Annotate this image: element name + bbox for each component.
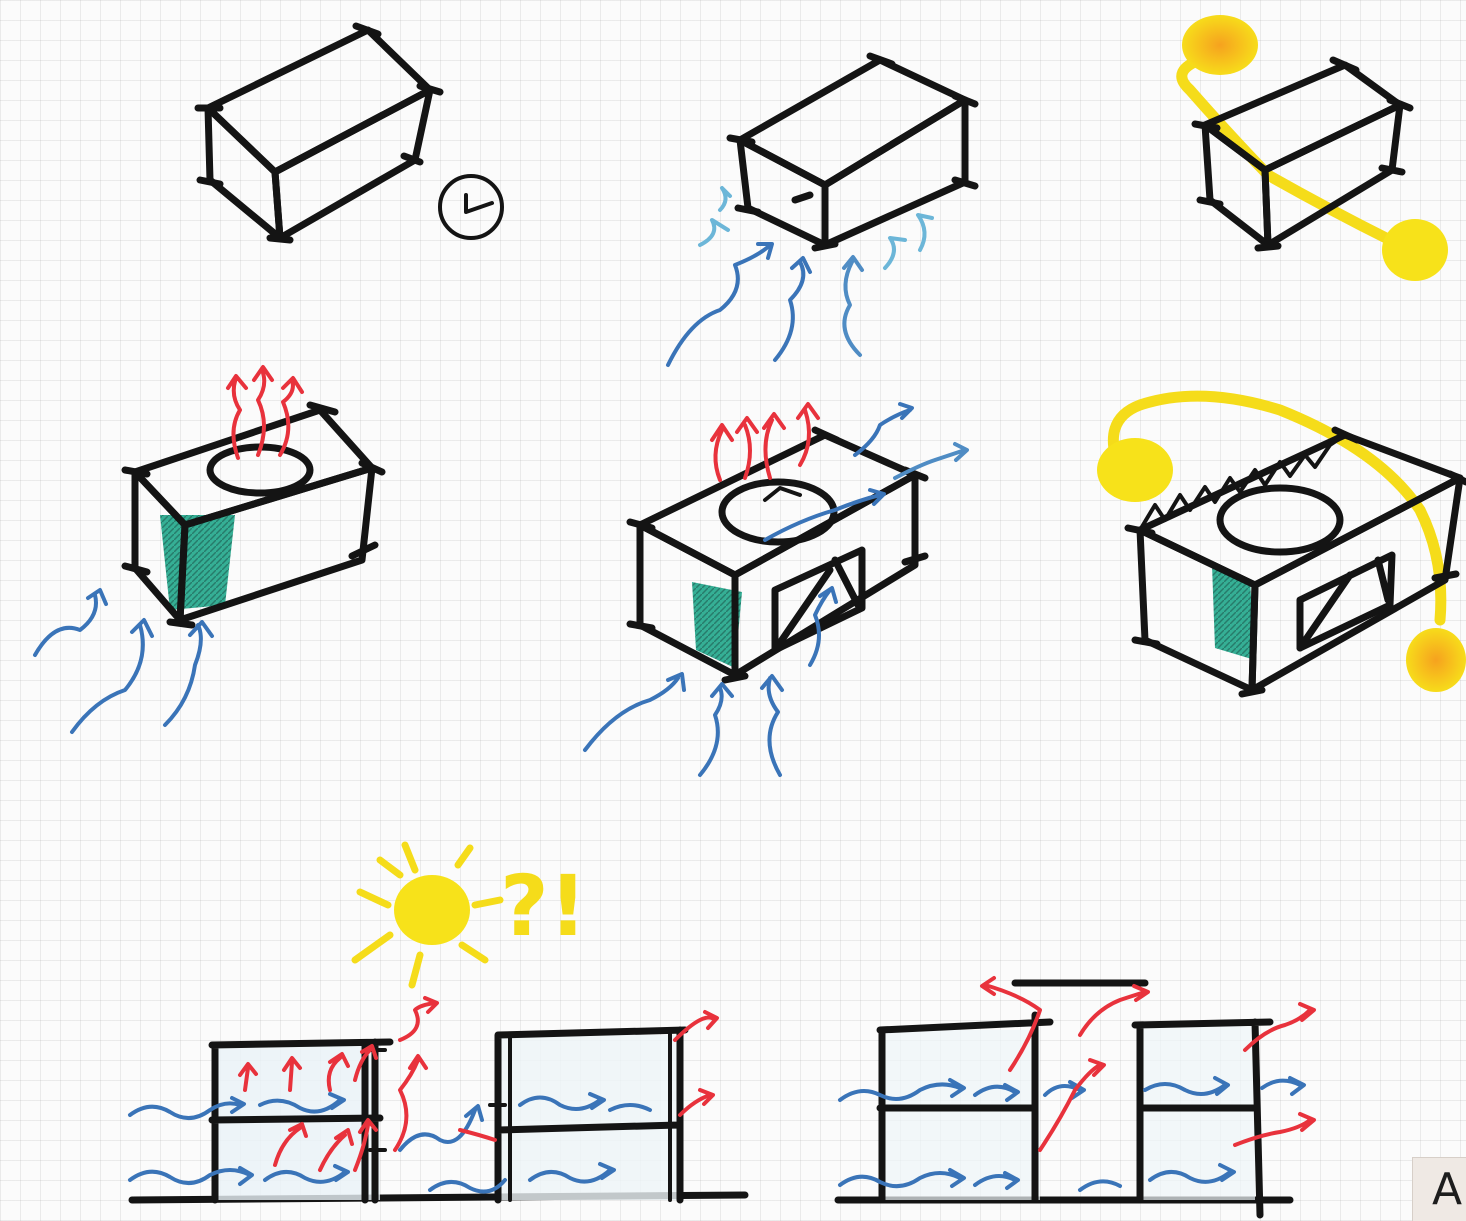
box-2-ground-air-volume	[726, 52, 979, 252]
box-1-plain-volume	[194, 22, 444, 244]
clock-icon	[438, 174, 504, 240]
cool-air-arrows-box-2	[666, 186, 934, 367]
section-1-street-canyon	[128, 1026, 749, 1204]
sun-icon	[351, 841, 504, 989]
sun-path-arc	[1176, 15, 1448, 281]
section-2-heat-flow	[980, 976, 1316, 1152]
cool-air-arrows-box-5	[583, 402, 969, 777]
box-3-solar-volume	[1191, 56, 1414, 252]
box-5-cross-ventilation	[626, 426, 929, 684]
section-1-air-flow	[128, 1092, 652, 1194]
box-6-sawtooth-roof	[1124, 426, 1466, 698]
section-2-air-flow	[838, 1076, 1306, 1192]
section-1-heat-flow	[238, 996, 719, 1172]
section-2-ventilated-buildings	[834, 979, 1294, 1219]
cool-air-arrows-box-4	[33, 588, 214, 734]
box-4-stack-effect	[121, 401, 386, 629]
warm-air-arrows-box-5	[710, 402, 820, 482]
sun-path-arc-box-6	[1097, 390, 1466, 692]
warm-air-arrows-box-4	[226, 365, 304, 460]
panel-label-box: A	[1412, 1157, 1466, 1221]
panel-label: A	[1431, 1164, 1463, 1215]
question-exclaim-annotation: ?!	[500, 857, 587, 955]
